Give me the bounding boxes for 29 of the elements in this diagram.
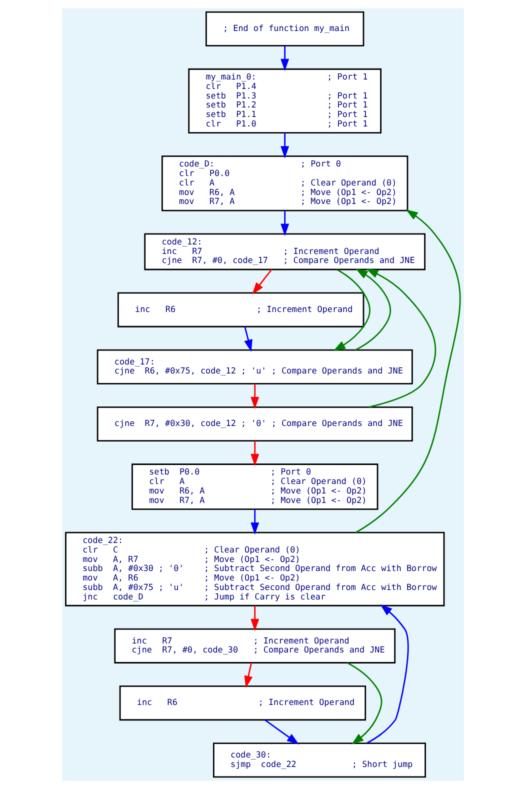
node-box: code_30: sjmp code_22 ; Short jump: [212, 742, 426, 778]
node-box: inc R6 ; Increment Operand: [119, 685, 366, 721]
arrow: [250, 606, 260, 632]
node-box: code_12: inc R7 ; Increment Operand cjne R7, #0, code_17 ; Compare Operands and JNE: [144, 233, 426, 270]
arrow: [366, 604, 409, 744]
node-box: cjne R7, #0x30, code_12 ; '0' ; Compare Operands and JNE: [96, 406, 413, 442]
node-box: my_main_0: ; Port 1 clr P1.4 setb P1.3 ; Port 1 setb P1.2 ; Port 1 setb P1.1 ; Port 1 clr P1.0 ; Port 1: [188, 68, 382, 134]
arrow: [280, 132, 290, 158]
node-box: code_D: ; Port 0 clr P0.0 clr A ; Clear Operand (0) mov R6, A ; Move (Op1 <- Op2) mov R7, A ; Move (Op1 <- Op2): [161, 156, 408, 212]
node-box: inc R7 ; Increment Operand cjne R7, #0, code_30 ; Compare Operands and JNE: [114, 628, 396, 664]
node-box: code_22: clr C ; Clear Operand (0) mov A, R7 ; Move (Op1 <- Op2) subb A, #0x30 ; '0' ; Subtract Second Operand from Acc with Borrow mov A, R6 ; Move (Op1 <- Op2) subb A, #0x75 ; 'u' ; Subtract Second Operand from Acc with Borrow jnc code_D ; Jump if Carry is clear: [65, 532, 445, 606]
arrow: [252, 269, 272, 294]
arrow: [250, 440, 260, 466]
arrow: [264, 719, 300, 744]
arrow: [280, 46, 290, 72]
node-box: code_17: cjne R6, #0x75, code_12 ; 'u' ; Compare Operands and JNE: [96, 349, 413, 384]
arrow: [244, 326, 252, 352]
arrow: [280, 210, 290, 236]
arrow: [366, 268, 436, 408]
arrow: [244, 662, 253, 688]
arrow: [346, 662, 382, 744]
node-box: ; End of function my_main: [205, 11, 364, 46]
node-box: setb P0.0 ; Port 0 clr A ; Clear Operand (0) mov R6, A ; Move (Op1 <- Op2) mov R7, A ; Move (Op1 <- Op2): [132, 464, 378, 510]
arrow: [250, 509, 260, 535]
arrow: [250, 384, 260, 410]
node-box: inc R6 ; Increment Operand: [117, 292, 364, 328]
arrow: [355, 268, 392, 351]
arrow: [355, 209, 461, 534]
arrow: [333, 269, 370, 352]
